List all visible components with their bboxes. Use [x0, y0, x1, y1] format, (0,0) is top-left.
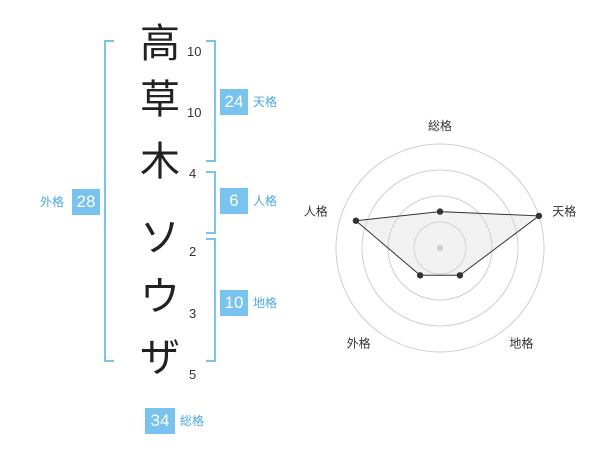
radar-point-3	[456, 272, 464, 279]
radar-point-5	[352, 217, 360, 224]
radar-point-2	[535, 212, 543, 220]
radar-axis-label-2: 天格	[552, 204, 576, 219]
name-char-6: ザ	[140, 335, 180, 381]
gaikaku-label: 外格	[40, 195, 65, 209]
chikaku-bracket	[206, 238, 216, 362]
stroke-count-2: 10	[187, 105, 202, 120]
soukaku-label: 総格	[180, 414, 205, 428]
stroke-count-1: 10	[187, 44, 202, 59]
name-char-4: ソ	[140, 215, 180, 261]
name-char-2: 草	[140, 77, 180, 123]
radar-point-4	[416, 272, 424, 279]
radar-axis-label-4: 外格	[347, 336, 371, 351]
gaikaku-bracket	[104, 40, 114, 362]
radar-center-dot	[437, 245, 443, 251]
radar-ring	[413, 221, 467, 275]
stroke-count-6: 5	[189, 367, 197, 382]
gaikaku-value: 28	[72, 189, 100, 215]
name-char-1: 高	[140, 21, 180, 67]
tenkaku-value: 24	[220, 89, 248, 115]
radar-point-1	[436, 208, 444, 215]
jinkaku-value: 6	[220, 188, 248, 214]
radar-axis-label-3: 地格	[509, 336, 533, 351]
tenkaku-bracket	[206, 40, 216, 162]
chikaku-value: 10	[220, 290, 248, 316]
chikaku-label: 地格	[253, 296, 278, 310]
radar-ring	[335, 143, 545, 353]
soukaku-value: 34	[145, 408, 175, 434]
jinkaku-bracket	[206, 171, 216, 234]
name-char-3: 木	[140, 139, 180, 185]
stroke-count-5: 3	[189, 306, 197, 321]
name-char-5: ウ	[140, 274, 180, 320]
radar-axis-label-5: 人格	[304, 204, 328, 219]
radar-value-polygon	[354, 211, 541, 276]
radar-ring	[361, 169, 519, 327]
radar-axis-label-1: 総格	[428, 118, 452, 133]
stroke-count-3: 4	[189, 166, 197, 181]
stroke-count-4: 2	[189, 244, 197, 259]
jinkaku-label: 人格	[253, 194, 278, 208]
tenkaku-label: 天格	[253, 95, 278, 109]
